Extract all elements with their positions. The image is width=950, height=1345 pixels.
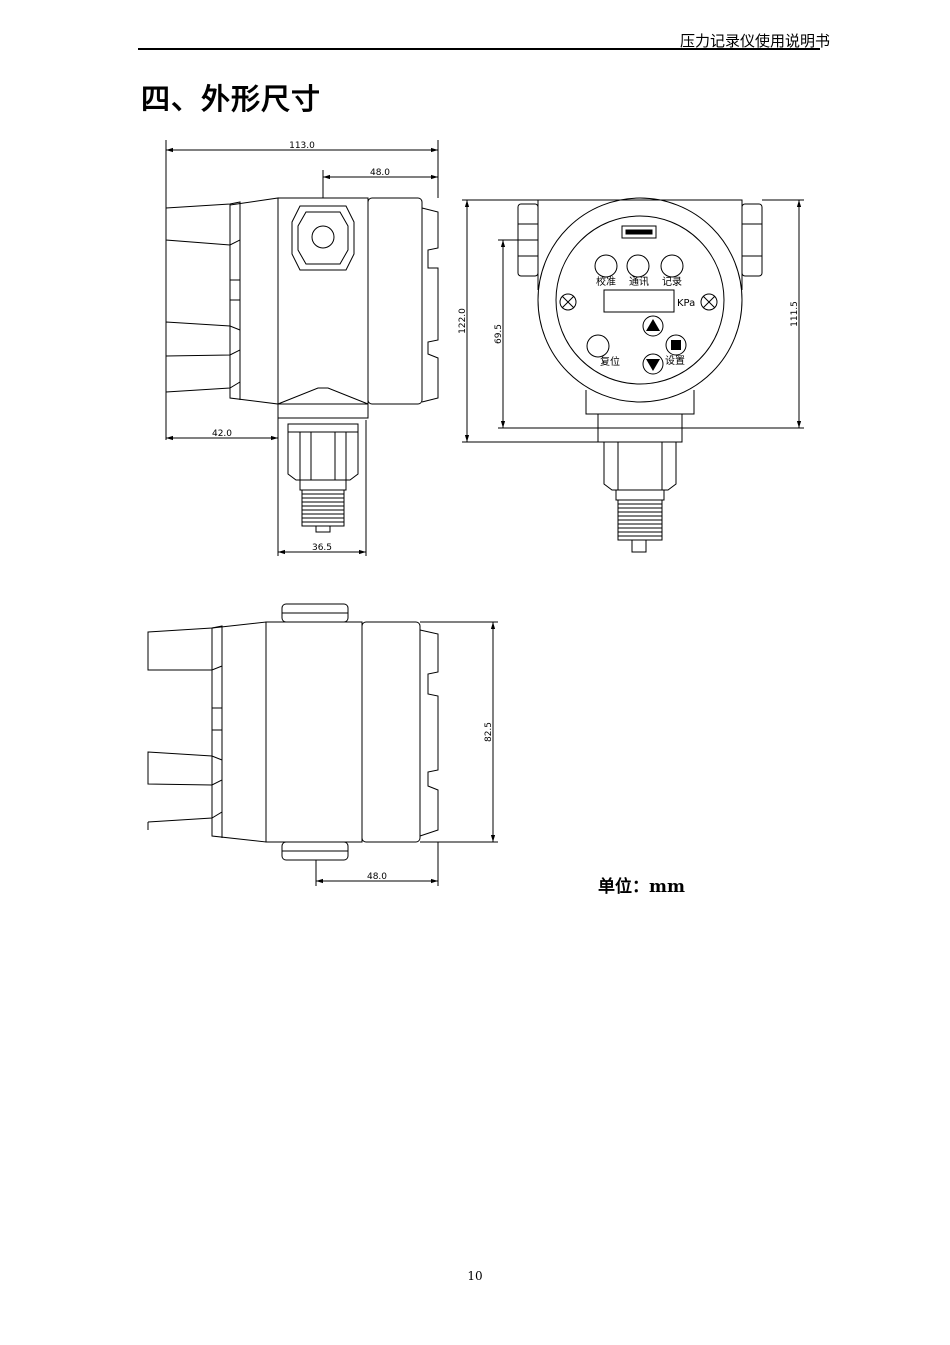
side-view — [165, 140, 439, 556]
panel-label-unit: KPa — [677, 298, 695, 309]
header-doc-title: 压力记录仪使用说明书 — [680, 32, 831, 50]
top-view — [147, 603, 498, 886]
dim-overall-height: 122.0 — [458, 308, 468, 334]
panel-label-record: 记录 — [662, 276, 682, 288]
dim-top-offset: 48.0 — [370, 168, 390, 178]
dim-body-height: 111.5 — [790, 301, 800, 327]
panel-label-calibrate: 校准 — [596, 275, 616, 288]
section-title: 四、外形尺寸 — [141, 82, 322, 116]
panel-label-comm: 通讯 — [629, 276, 649, 288]
page-number: 10 — [467, 1269, 483, 1283]
dim-fitting-width: 36.5 — [312, 543, 332, 553]
front-view — [462, 197, 804, 553]
dim-bottom-offset: 48.0 — [367, 872, 387, 882]
dim-left-depth: 42.0 — [212, 429, 232, 439]
units-note: 单位：mm — [598, 877, 685, 897]
dim-overall-width: 113.0 — [289, 141, 315, 151]
panel-label-set: 设置 — [665, 355, 685, 367]
header-rule — [138, 48, 820, 50]
dim-center-height: 69.5 — [494, 324, 504, 344]
panel-label-reset: 复位 — [600, 355, 620, 368]
dim-bottom-depth: 82.5 — [484, 722, 494, 742]
